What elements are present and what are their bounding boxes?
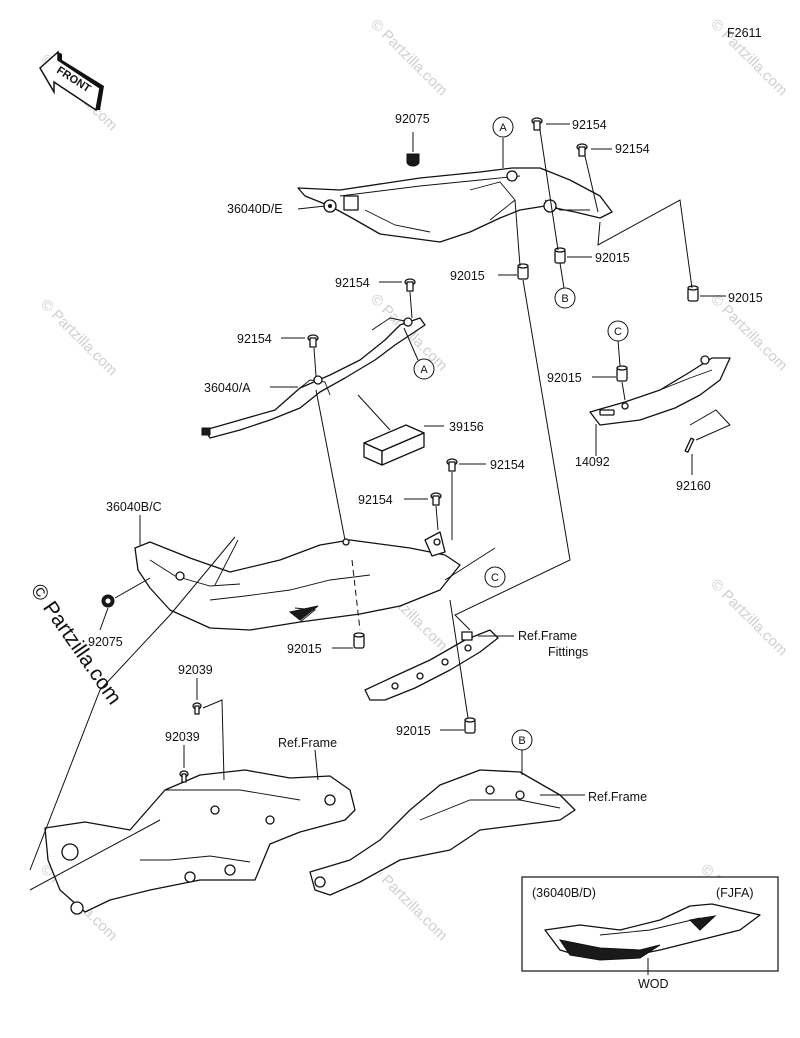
part-label: 36040/A (204, 381, 251, 395)
bolt-icon (307, 334, 319, 348)
bolt-icon (430, 492, 442, 506)
part-label: Ref.Frame (278, 736, 337, 750)
part-label: 39156 (449, 420, 484, 434)
watermark: © Partzilla.com (37, 296, 120, 379)
collar-icon (616, 365, 628, 382)
bolt-icon (531, 117, 543, 131)
part-label: 36040D/E (227, 202, 283, 216)
bolt-icon (576, 143, 588, 157)
callout-label: A (499, 122, 507, 134)
part-label: Ref.Frame (588, 790, 647, 804)
screw-icon (179, 770, 189, 783)
part-label: 92154 (572, 118, 607, 132)
callout-b-bottom: B (511, 729, 533, 751)
watermark: © Partzilla.com (367, 861, 450, 944)
callout-a-top: A (492, 116, 514, 138)
part-label: Ref.Frame (518, 629, 577, 643)
part-label: 92039 (178, 663, 213, 677)
part-label: Fittings (548, 645, 588, 659)
collar-icon (517, 263, 529, 280)
inset-market: (FJFA) (716, 886, 754, 900)
part-label: 92015 (287, 642, 322, 656)
callout-label: B (518, 735, 525, 747)
left-frame-ref (44, 769, 356, 915)
callout-c-mid: C (484, 566, 506, 588)
collar-icon (687, 285, 699, 302)
front-arrow-icon: FRONT (39, 50, 104, 112)
part-label: 92015 (450, 269, 485, 283)
part-label: 92015 (595, 251, 630, 265)
frame-fittings (364, 629, 499, 701)
callout-c-top: C (607, 320, 629, 342)
part-label: 92154 (335, 276, 370, 290)
variant-inset: (36040B/D) (FJFA) (521, 876, 779, 975)
part-label: 92154 (358, 493, 393, 507)
grommet-icon (101, 594, 115, 608)
callout-label: C (491, 572, 499, 584)
callout-label: C (614, 326, 622, 338)
inset-color-code: WOD (638, 977, 669, 991)
part-label: 92015 (728, 291, 763, 305)
part-label: 92039 (165, 730, 200, 744)
collar-icon (554, 247, 566, 264)
part-label: 92015 (547, 371, 582, 385)
part-label: 92154 (490, 458, 525, 472)
inner-seat-panel (201, 317, 426, 439)
part-label: 92154 (237, 332, 272, 346)
watermark: © Partzilla.com (367, 16, 450, 99)
bolt-icon (404, 278, 416, 292)
part-label: 92154 (615, 142, 650, 156)
part-label: 92075 (395, 112, 430, 126)
grommet-icon (406, 153, 420, 167)
figure-id: F2611 (727, 26, 762, 40)
collar-icon (353, 632, 365, 649)
callout-label: A (420, 364, 428, 376)
part-label: 14092 (575, 455, 610, 469)
screw-icon (192, 702, 202, 715)
part-label: 92075 (88, 635, 123, 649)
side-seat-cover (134, 531, 461, 631)
callout-label: B (561, 293, 568, 305)
pin-icon (684, 437, 695, 453)
part-label: 92160 (676, 479, 711, 493)
bolt-icon (446, 458, 458, 472)
inset-part-ref: (36040B/D) (532, 886, 596, 900)
callout-b-top: B (554, 287, 576, 309)
watermark: © Partzilla.com (707, 576, 790, 659)
seal-pad-icon (363, 424, 425, 466)
upper-seat-cover (297, 167, 613, 243)
right-frame-ref (309, 769, 576, 896)
collar-icon (464, 717, 476, 734)
part-label: 36040B/C (106, 500, 162, 514)
callout-a-mid: A (413, 358, 435, 380)
part-label: 92015 (396, 724, 431, 738)
side-bracket (589, 355, 731, 426)
